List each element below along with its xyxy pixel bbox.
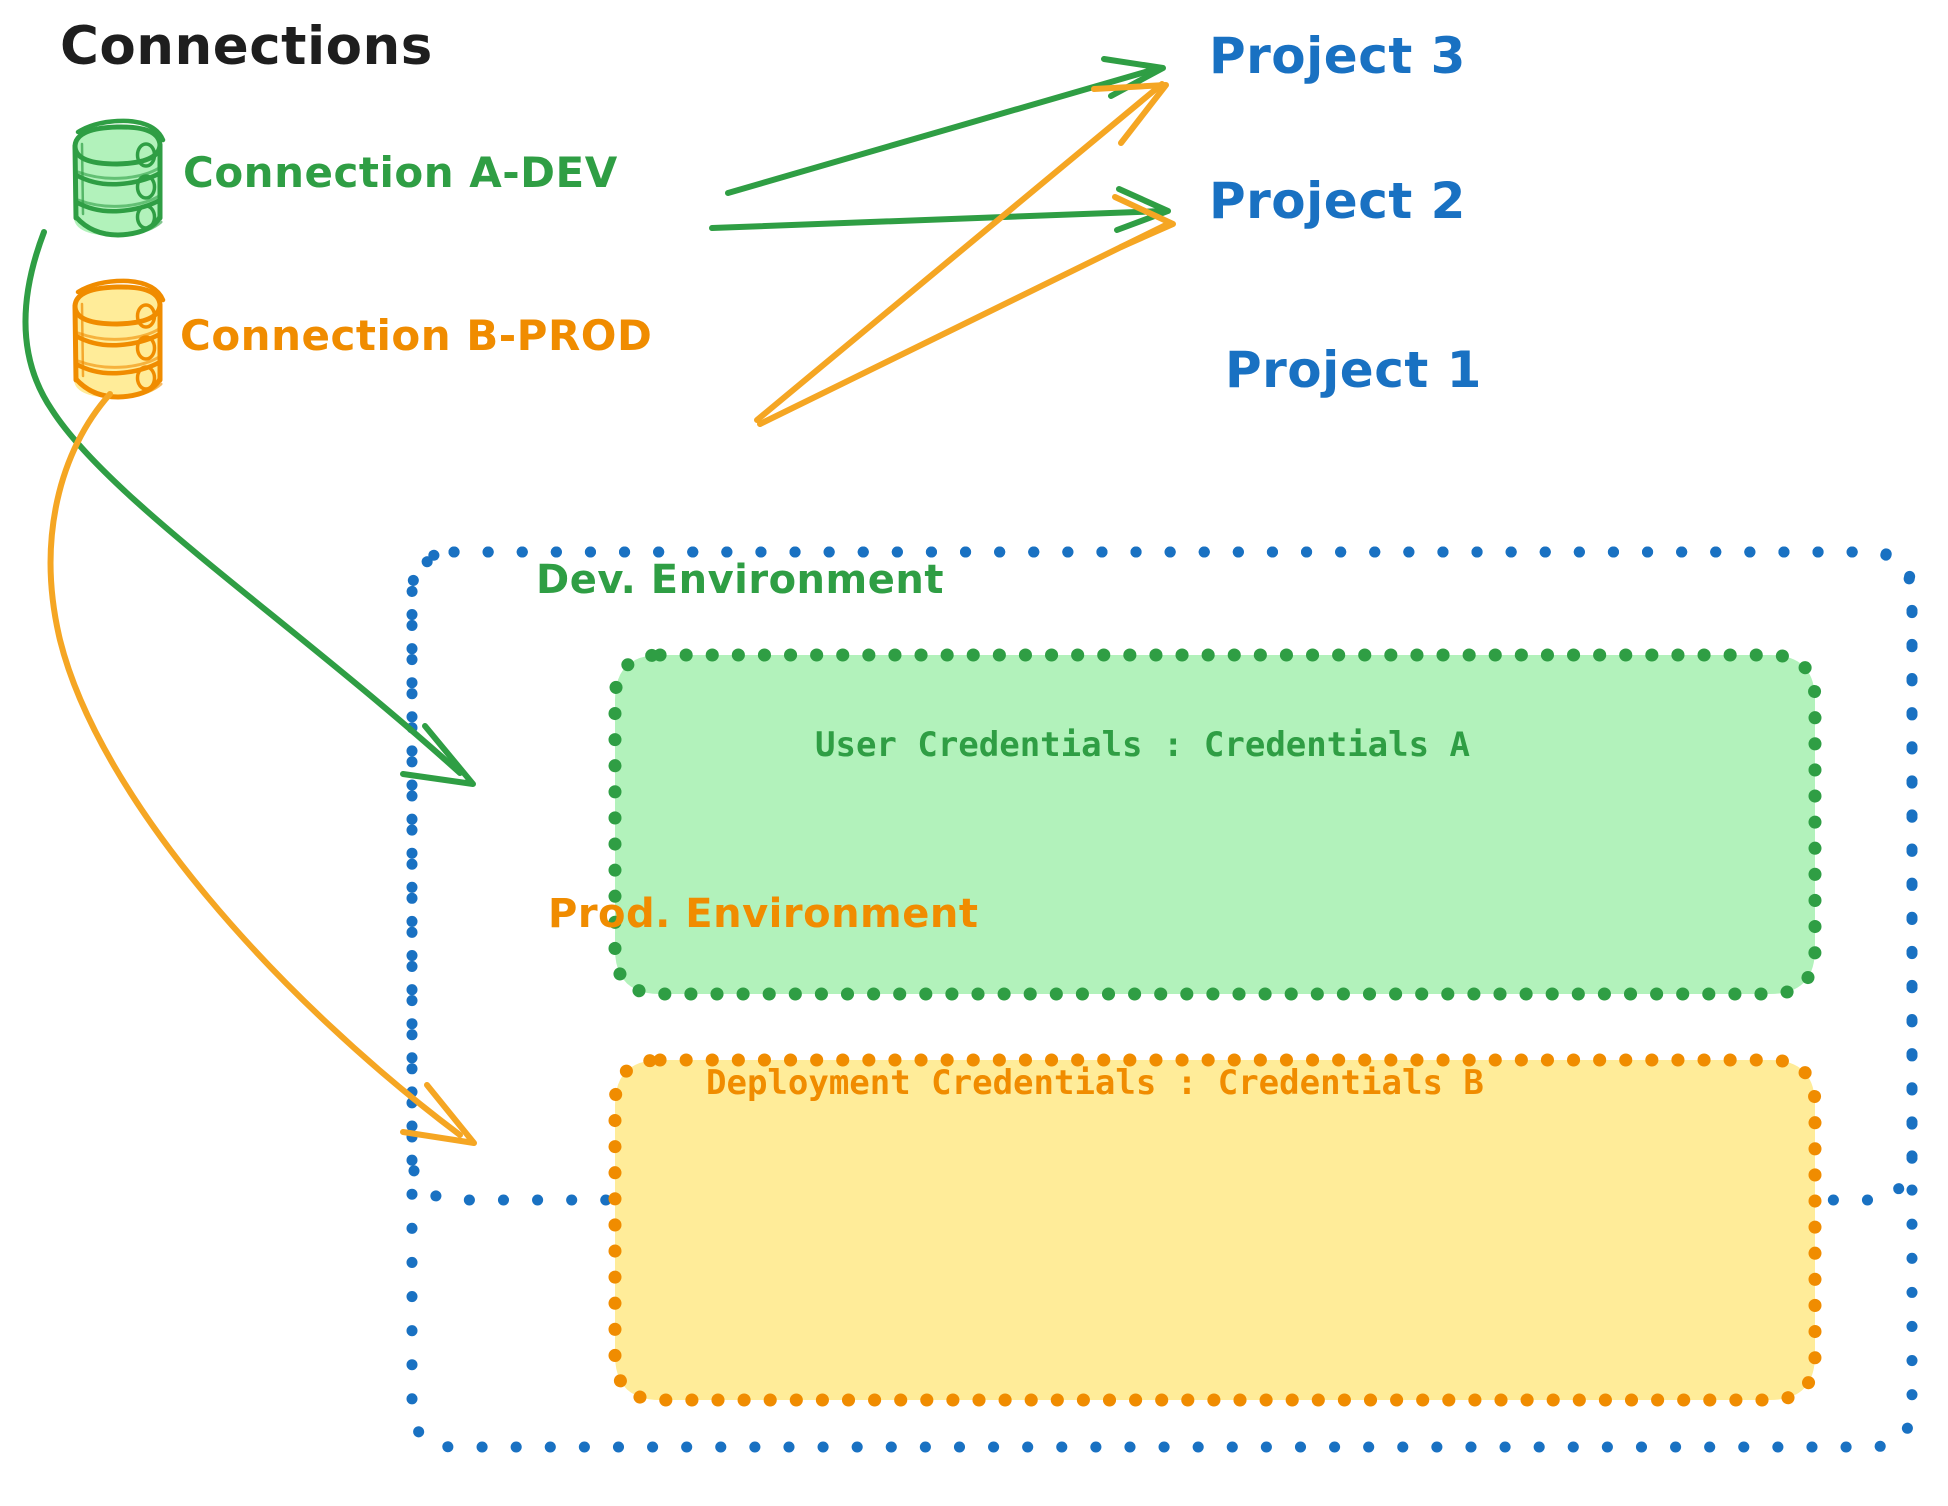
dev-environment-credentials: User Credentials : Credentials A xyxy=(815,725,1471,765)
edge-conn-b-to-prod-environment xyxy=(47,391,477,1146)
project-2-label[interactable]: Project 2 xyxy=(1209,172,1466,230)
edge-conn-a-to-project-2 xyxy=(709,186,1171,233)
edge-conn-b-to-project-2 xyxy=(757,194,1176,427)
connection-b-prod-label[interactable]: Connection B-PROD xyxy=(180,311,653,360)
project-1-boundary xyxy=(406,546,1918,1453)
prod-environment-box xyxy=(608,1053,1822,1407)
edge-conn-b-to-project-3 xyxy=(754,81,1169,423)
dev-environment-box xyxy=(608,648,1822,1001)
connection-a-dev-label[interactable]: Connection A-DEV xyxy=(183,148,618,197)
project-1-label[interactable]: Project 1 xyxy=(1225,341,1482,399)
database-icon-connection-a-dev xyxy=(72,118,166,238)
dev-environment-title: Dev. Environment xyxy=(536,557,944,603)
prod-environment-credentials: Deployment Credentials : Credentials B xyxy=(706,1063,1484,1103)
page-title: Connections xyxy=(60,16,433,77)
prod-environment-title: Prod. Environment xyxy=(548,891,979,937)
project-3-label[interactable]: Project 3 xyxy=(1209,27,1466,85)
edge-conn-a-to-project-3 xyxy=(725,56,1166,196)
database-icon-connection-b-prod xyxy=(72,278,166,400)
